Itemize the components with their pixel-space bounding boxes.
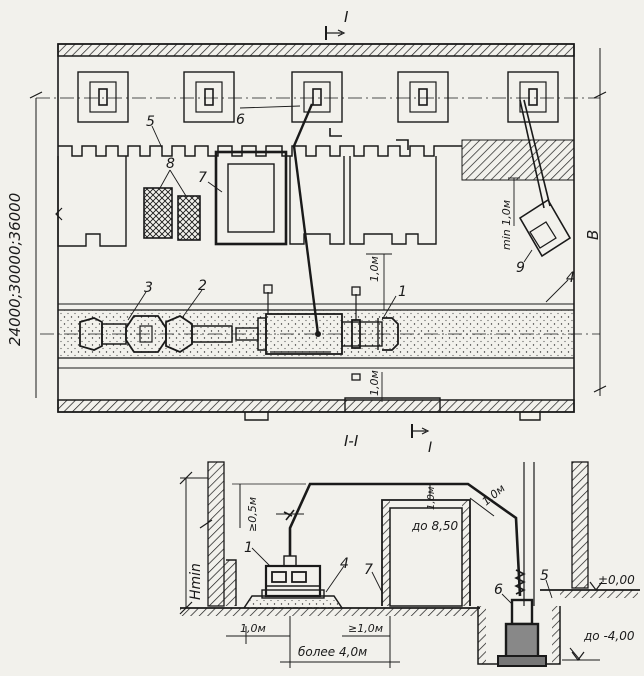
- foundation-6-top: [510, 598, 534, 626]
- foundation-1: [77, 71, 129, 123]
- depth-label: до -4,00: [583, 629, 635, 643]
- foundation-4: [397, 71, 449, 123]
- span-letter: B: [584, 230, 602, 240]
- zero-label: ±0,00: [598, 573, 635, 587]
- callout-5: 5: [146, 114, 155, 130]
- right-wall: [571, 461, 589, 589]
- clearance-label: min 1,0м: [500, 200, 513, 250]
- h-min-label: Hmin: [188, 563, 204, 600]
- left-wall: [207, 461, 225, 607]
- pit-7: [214, 150, 288, 246]
- left-gap-label: 1,0м: [240, 622, 266, 635]
- section-callout-5: 5: [540, 568, 549, 584]
- edge-gap-label: 1,0м: [368, 370, 381, 396]
- callout-8: 8: [166, 156, 175, 172]
- stack-8b: [177, 195, 201, 241]
- section-mark-top: I: [344, 8, 349, 26]
- section-mark-bottom: I: [428, 440, 432, 456]
- section-callout-4: 4: [340, 556, 349, 572]
- plan-top-wall: [57, 43, 575, 57]
- mid-gap-label: ≥1,0м: [348, 622, 383, 635]
- section-callout-1: 1: [244, 540, 253, 556]
- callout-1: 1: [398, 284, 407, 300]
- section-callout-7: 7: [364, 562, 373, 578]
- wall-projections: [244, 397, 541, 421]
- callout-3: 3: [144, 280, 153, 296]
- callout-4: 4: [566, 270, 575, 286]
- above-label: ≥0,5м: [246, 497, 259, 532]
- foundation-row: [36, 71, 600, 150]
- roof-gap-label: 1,0м: [426, 486, 437, 510]
- dimension-span: 24000;30000;36000: [6, 193, 24, 346]
- diag-gap-label: 1,0м: [480, 482, 508, 509]
- section-callout-6: 6: [494, 582, 503, 598]
- serrated-wall: [58, 139, 575, 181]
- gap-label: 1,0м: [368, 256, 381, 282]
- foundation-6: [504, 622, 540, 660]
- plan-bottom-wall: [57, 399, 575, 413]
- pit-walls: [55, 150, 437, 247]
- plan-view: I 24000;30000;36000 B 1,0м min 1,0м 1,0м…: [6, 8, 607, 421]
- height-label: до 8,50: [411, 519, 459, 533]
- machine-train: [79, 284, 399, 381]
- foundation-3: [291, 71, 343, 123]
- stack-8a: [143, 187, 173, 239]
- total-gap-label: более 4,0м: [298, 645, 367, 659]
- machine-1-section: [243, 555, 343, 609]
- section-view: I-I I: [179, 424, 640, 668]
- foundation-2: [183, 71, 235, 123]
- callout-7: 7: [198, 170, 207, 186]
- callout-9: 9: [516, 260, 525, 276]
- section-title: I-I: [344, 432, 359, 450]
- callout-6: 6: [236, 112, 245, 128]
- callout-2: 2: [198, 278, 207, 294]
- foundation-5: [507, 71, 559, 123]
- crane-9: [508, 99, 572, 258]
